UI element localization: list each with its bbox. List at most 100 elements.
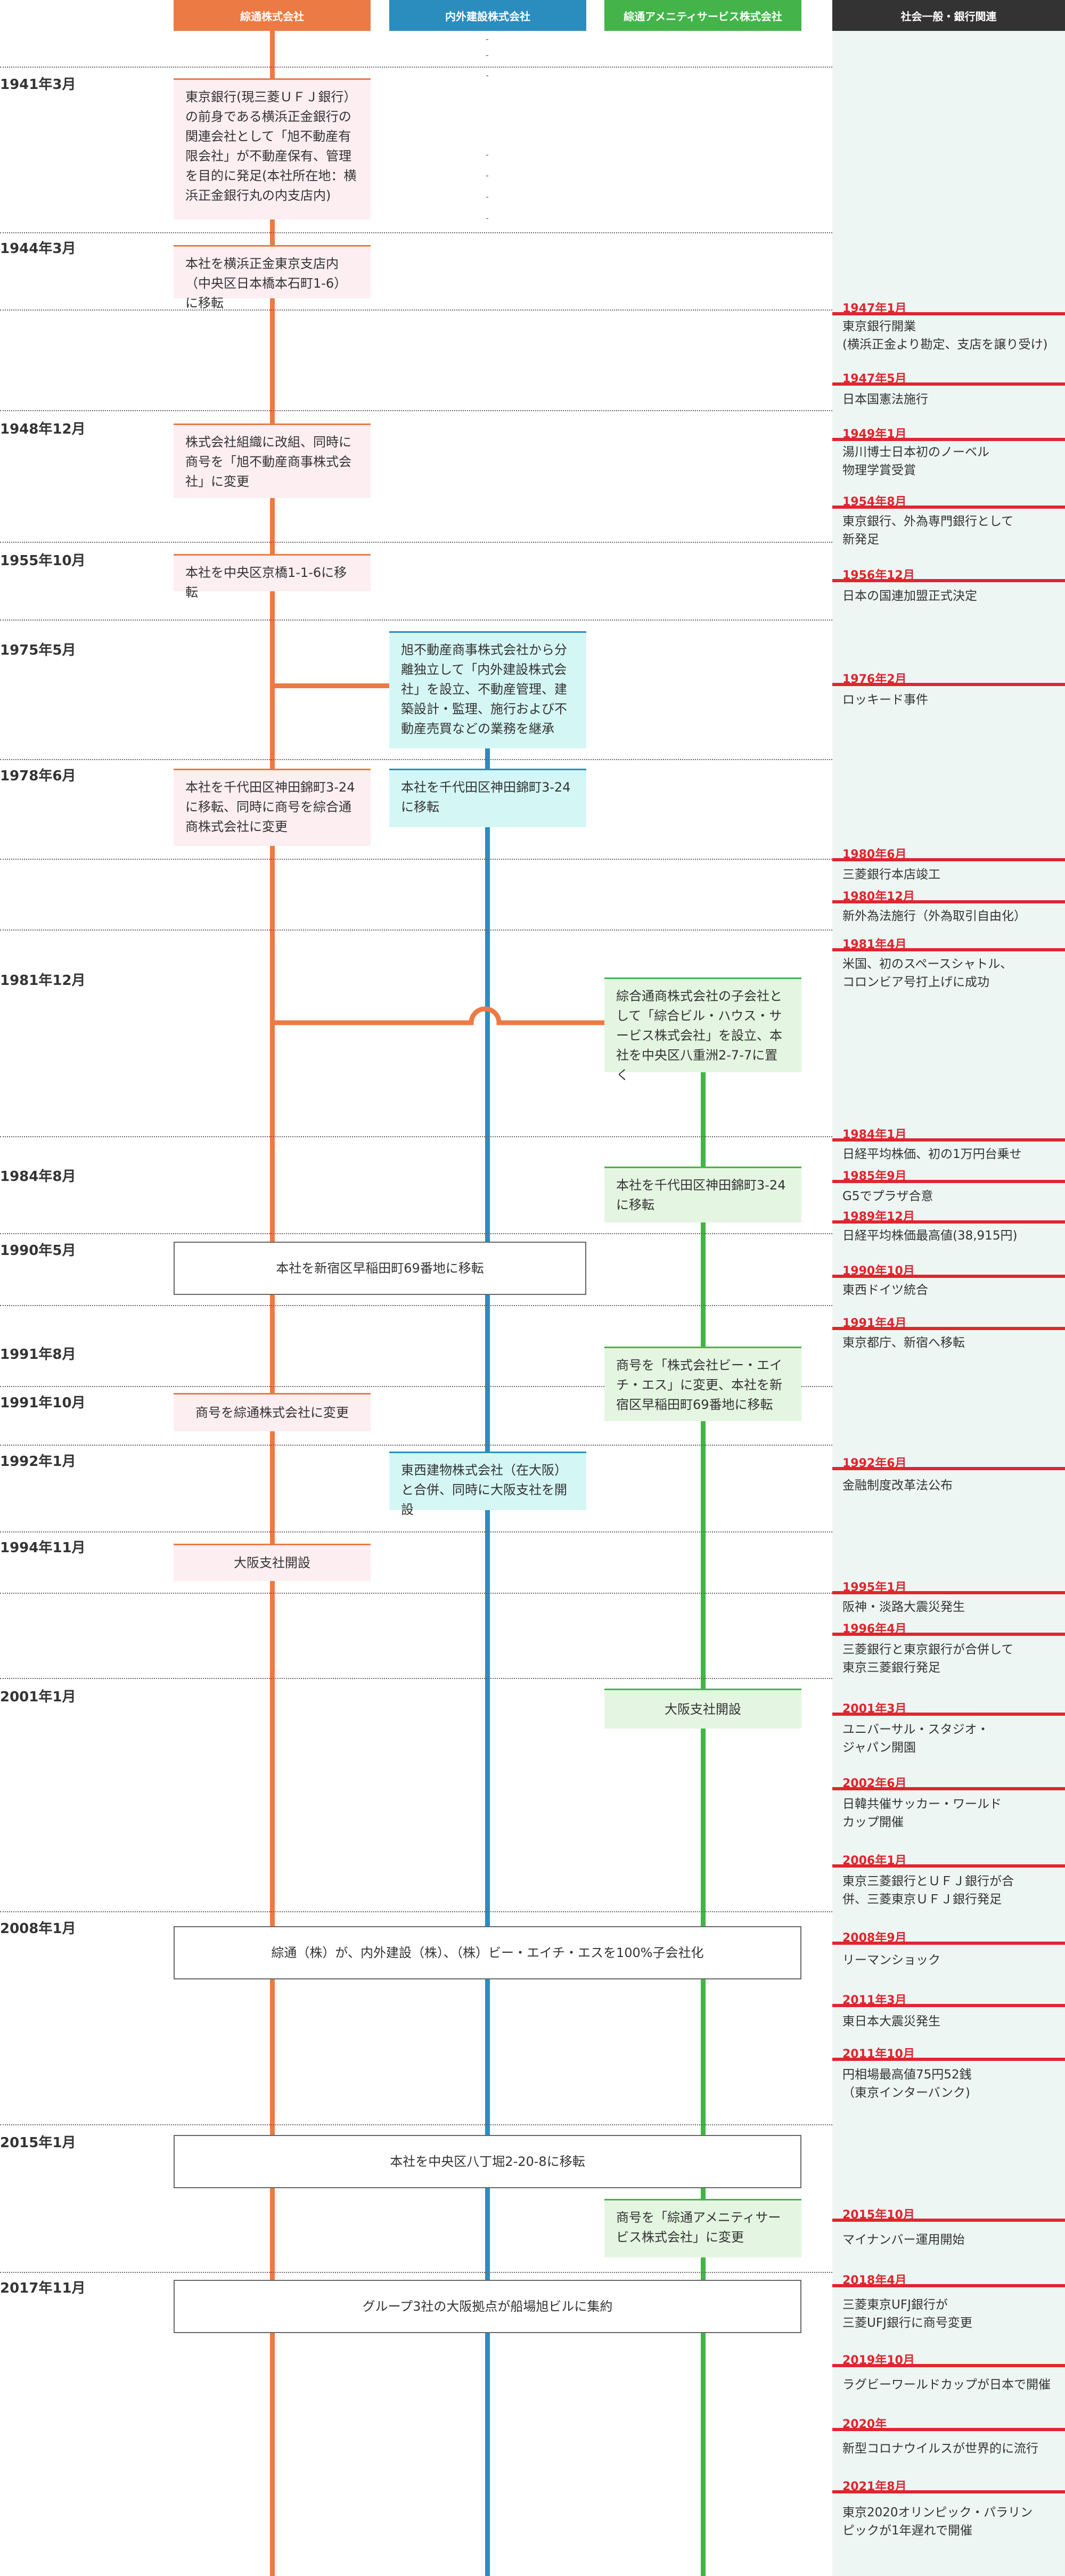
society-event-line	[832, 2428, 1065, 2431]
dash-mark: -	[486, 192, 489, 202]
event-box-1955: 本社を中央区京橋1-1-6に移転	[174, 554, 371, 600]
society-column-background	[832, 31, 1065, 2576]
society-event-line	[832, 1942, 1065, 1945]
society-event-text: リーマンショック	[842, 1953, 940, 1967]
society-event-text: 東日本大震災発生	[842, 2015, 940, 2028]
header-sotsu: 綜通株式会社	[174, 0, 371, 31]
row-separator	[0, 1531, 832, 1532]
society-event-text: 東西ドイツ統合	[842, 1283, 928, 1297]
date-label: 2015年1月	[0, 2135, 76, 2151]
row-separator	[0, 859, 832, 860]
society-event-line	[832, 2058, 1065, 2061]
society-event-text: 日本国憲法施行	[842, 393, 928, 406]
society-event-text: 新型コロナウイルスが世界的に流行	[842, 2442, 1038, 2456]
row-separator	[0, 930, 832, 931]
society-event-text: ロッキード事件	[842, 693, 928, 707]
dash-mark: -	[486, 50, 489, 60]
society-event-line	[832, 438, 1065, 441]
sotsu-timeline	[270, 31, 275, 2576]
society-event-line	[832, 948, 1065, 951]
date-label: 1978年6月	[0, 768, 76, 784]
society-event-line	[832, 2004, 1065, 2007]
society-event-text: 米国、初のスペースシャトル、 コロンビア号打上げに成功	[842, 957, 1013, 989]
society-event-line	[832, 1633, 1065, 1636]
society-event-line	[832, 1180, 1065, 1183]
dash-mark: -	[486, 34, 489, 44]
event-box-1992: 東西建物株式会社（在大阪）と合併、同時に大阪支社を開設	[389, 1452, 586, 1517]
row-separator	[0, 1305, 832, 1306]
date-label: 1984年8月	[0, 1169, 76, 1185]
society-event-text: 東京三菱銀行とＵＦＪ銀行が合 併、三菱東京ＵＦＪ銀行発足	[842, 1874, 1014, 1906]
event-box-1975: 旭不動産商事株式会社から分離独立して「内外建設株式会社」を設立、不動産管理、建築…	[389, 631, 586, 748]
society-event-text: 円相場最高値75円52銭 （東京インターバンク)	[842, 2068, 972, 2100]
society-event-line	[832, 1591, 1065, 1594]
dash-mark: -	[486, 213, 489, 223]
event-box-2008: 綜通（株）が、内外建設（株）、（株）ビー・エイチ・エスを100%子会社化	[174, 1926, 801, 1979]
society-event-line	[832, 312, 1065, 315]
event-box-1990: 本社を新宿区早稲田町69番地に移転	[174, 1242, 586, 1295]
header-amenity: 綜通アメニティサービス株式会社	[604, 0, 801, 31]
row-separator	[0, 1593, 832, 1594]
society-event-line	[832, 1864, 1065, 1868]
naigai-timeline	[485, 634, 490, 2576]
amenity-timeline	[701, 1025, 706, 2576]
society-event-line	[832, 579, 1065, 582]
society-event-text: 三菱銀行と東京銀行が合併して 東京三菱銀行発足	[842, 1643, 1014, 1675]
dash-mark: -	[486, 70, 489, 80]
society-event-text: マイナンバー運用開始	[842, 2233, 965, 2247]
event-box-1978-sotsu: 本社を千代田区神田錦町3-24に移転、同時に商号を綜合通商株式会社に変更	[174, 769, 371, 846]
society-event-text: 日韓共催サッカー・ワールド カップ開催	[842, 1797, 1002, 1829]
society-event-text: ユニバーサル・スタジオ・ ジャパン開園	[842, 1723, 989, 1755]
society-event-line	[832, 506, 1065, 509]
date-label: 1981年12月	[0, 973, 86, 989]
event-box-1991-amenity: 商号を「株式会社ビー・エイチ・エス」に変更、本社を新宿区早稲田町69番地に移転	[604, 1347, 801, 1421]
event-box-1944: 本社を横浜正金東京支店内（中央区日本橋本石町1-6）に移転	[174, 245, 371, 311]
row-separator	[0, 759, 832, 760]
society-event-line	[832, 382, 1065, 386]
event-box-2001: 大阪支社開設	[604, 1689, 801, 1729]
society-event-text: G5でプラザ合意	[842, 1189, 933, 1203]
date-label: 1941年3月	[0, 77, 76, 93]
society-event-text: 日経平均株価最高値(38,915円)	[842, 1229, 1018, 1243]
date-label: 1948年12月	[0, 421, 86, 437]
row-separator	[0, 309, 832, 311]
society-event-text: 東京2020オリンピック・パラリン ピックが1年遅れで開催	[842, 2506, 1033, 2538]
date-label: 1990年5月	[0, 1243, 76, 1259]
header-society: 社会一般・銀行関連	[832, 0, 1065, 31]
row-separator	[0, 619, 832, 621]
row-separator	[0, 232, 832, 233]
society-event-line	[832, 900, 1065, 903]
date-label: 1955年10月	[0, 553, 86, 569]
society-event-line	[832, 1138, 1065, 1142]
society-event-text: ラグビーワールドカップが日本で開催	[842, 2378, 1051, 2392]
branch-1975-connector	[270, 683, 389, 688]
event-box-1984: 本社を千代田区神田錦町3-24に移転	[604, 1167, 801, 1222]
event-box-1978-naigai: 本社を千代田区神田錦町3-24に移転	[389, 769, 586, 827]
society-event-text: 東京銀行開業 (横浜正金より勘定、支店を譲り受け)	[842, 320, 1048, 352]
event-box-1941: 東京銀行(現三菱ＵＦＪ銀行）の前身である横浜正金銀行の関連会社として「旭不動産有…	[174, 78, 371, 219]
row-separator	[0, 410, 832, 411]
event-box-2017: グループ3社の大阪拠点が船場旭ビルに集約	[174, 2280, 801, 2333]
society-event-text: 日本の国連加盟正式決定	[842, 589, 977, 603]
event-box-1948: 株式会社組織に改組、同時に商号を「旭不動産商事株式会社」に変更	[174, 423, 371, 498]
society-event-line	[832, 1787, 1065, 1790]
society-event-line	[832, 858, 1065, 861]
row-separator	[0, 2124, 832, 2125]
header-naigai: 内外建設株式会社	[389, 0, 586, 31]
row-separator	[0, 1445, 832, 1446]
row-separator	[0, 1386, 832, 1387]
society-event-line	[832, 2490, 1065, 2493]
date-label: 1991年10月	[0, 1395, 86, 1411]
event-box-2015: 本社を中央区八丁堀2-20-8に移転	[174, 2135, 801, 2188]
row-separator	[0, 2272, 832, 2273]
date-label: 2017年11月	[0, 2280, 86, 2296]
date-label: 1975年5月	[0, 642, 76, 658]
society-event-line	[832, 2284, 1065, 2287]
row-separator	[0, 1136, 832, 1137]
dash-mark: -	[486, 170, 489, 181]
society-event-line	[832, 1713, 1065, 1716]
society-event-line	[832, 1327, 1065, 1330]
date-label: 1944年3月	[0, 241, 76, 257]
row-separator	[0, 542, 832, 543]
society-event-line	[832, 2364, 1065, 2367]
